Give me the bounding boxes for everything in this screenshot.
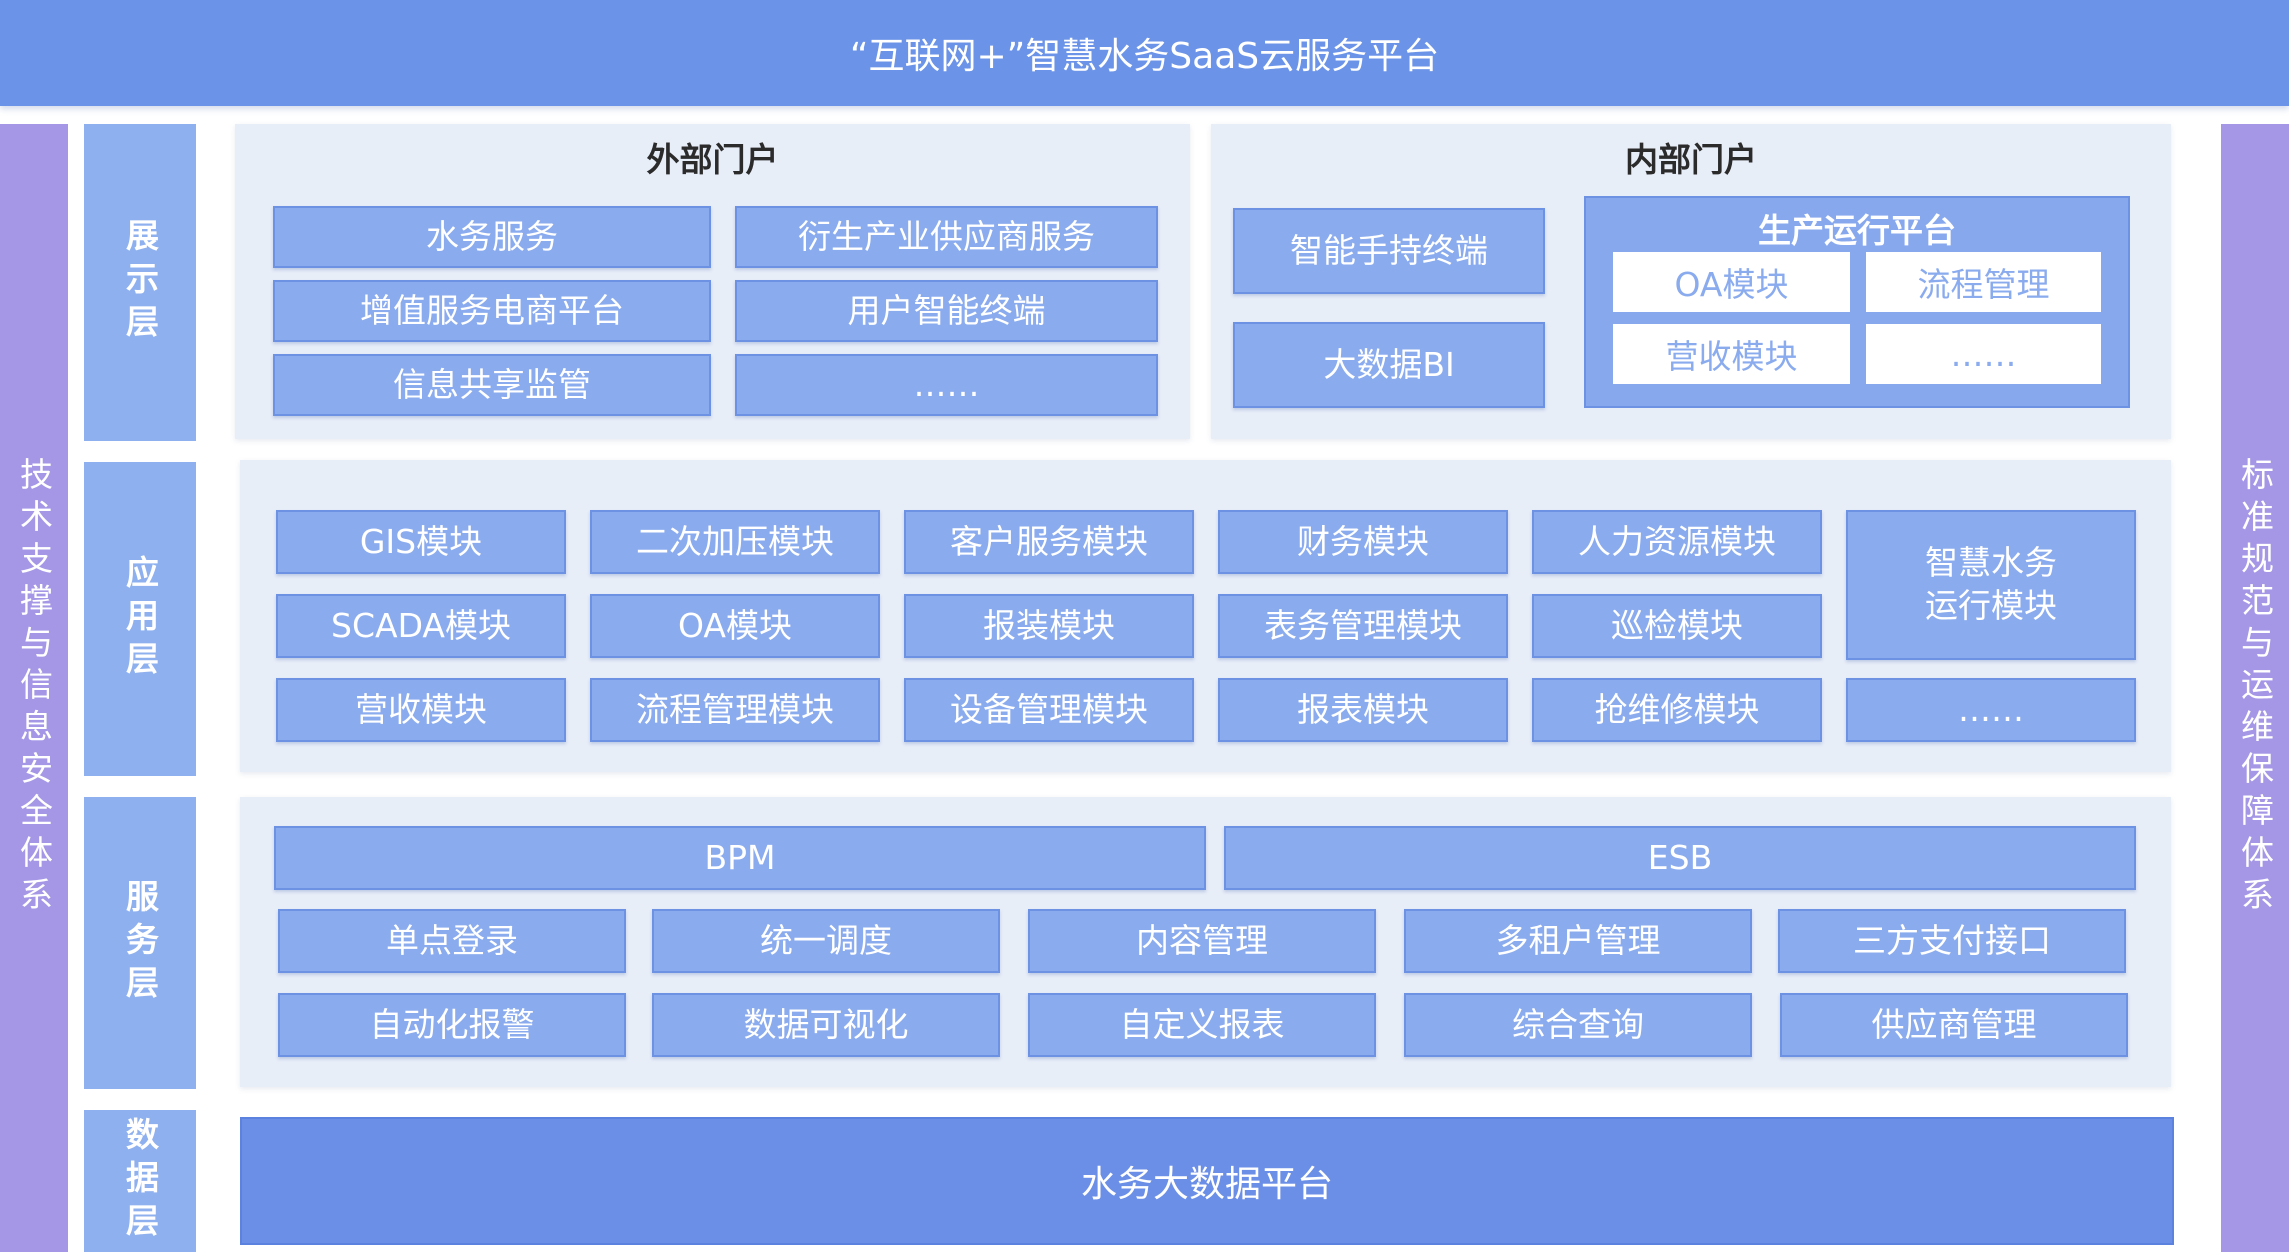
ext-portal-item: …… — [735, 354, 1158, 416]
service-item: 自动化报警 — [278, 993, 626, 1057]
service-item: 统一调度 — [652, 909, 1000, 973]
layer-application-text: 应用层 — [120, 554, 160, 684]
left-side-bar: 技术支撑与信息安全体系 — [0, 124, 68, 1252]
application-panel: GIS模块 二次加压模块 客户服务模块 财务模块 人力资源模块 SCADA模块 … — [240, 460, 2171, 772]
service-item: 三方支付接口 — [1778, 909, 2126, 973]
bpm-bar: BPM — [274, 826, 1206, 890]
production-item: 营收模块 — [1613, 324, 1850, 384]
int-portal-item: 智能手持终端 — [1233, 208, 1545, 294]
app-module: 营收模块 — [276, 678, 566, 742]
layer-display-text: 展示层 — [120, 218, 160, 347]
service-item: 数据可视化 — [652, 993, 1000, 1057]
ext-portal-item: 信息共享监管 — [273, 354, 711, 416]
production-item: …… — [1866, 324, 2101, 384]
esb-bar: ESB — [1224, 826, 2136, 890]
production-item: 流程管理 — [1866, 252, 2101, 312]
app-module: 财务模块 — [1218, 510, 1508, 574]
service-item: 综合查询 — [1404, 993, 1752, 1057]
ext-portal-item: 水务服务 — [273, 206, 711, 268]
layer-service-text: 服务层 — [120, 878, 160, 1008]
app-module: 设备管理模块 — [904, 678, 1194, 742]
left-side-label: 技术支撑与信息安全体系 — [14, 457, 54, 919]
ext-portal-item: 用户智能终端 — [735, 280, 1158, 342]
app-module: 人力资源模块 — [1532, 510, 1822, 574]
data-platform-bar: 水务大数据平台 — [240, 1117, 2174, 1245]
app-module: 巡检模块 — [1532, 594, 1822, 658]
ext-portal-item: 增值服务电商平台 — [273, 280, 711, 342]
layer-data-text: 数据层 — [120, 1116, 160, 1246]
app-module: 表务管理模块 — [1218, 594, 1508, 658]
service-item: 自定义报表 — [1028, 993, 1376, 1057]
layer-label-application: 应用层 — [84, 462, 196, 776]
platform-title: “互联网+”智慧水务SaaS云服务平台 — [0, 0, 2289, 106]
ext-portal-item: 衍生产业供应商服务 — [735, 206, 1158, 268]
production-platform-title: 生产运行平台 — [1758, 211, 1956, 250]
app-module: 报表模块 — [1218, 678, 1508, 742]
int-portal-item: 大数据BI — [1233, 322, 1545, 408]
external-portal-title: 外部门户 — [646, 140, 779, 179]
layer-label-service: 服务层 — [84, 797, 196, 1089]
app-module: 抢维修模块 — [1532, 678, 1822, 742]
internal-portal-panel: 内部门户 智能手持终端 大数据BI 生产运行平台 OA模块 流程管理 营收模块 … — [1211, 124, 2171, 439]
service-item: 内容管理 — [1028, 909, 1376, 973]
production-item: OA模块 — [1613, 252, 1850, 312]
app-module: OA模块 — [590, 594, 880, 658]
app-module-more: …… — [1846, 678, 2136, 742]
service-item: 单点登录 — [278, 909, 626, 973]
smart-water-operation-module: 智慧水务 运行模块 — [1846, 510, 2136, 660]
external-portal-panel: 外部门户 水务服务 衍生产业供应商服务 增值服务电商平台 用户智能终端 信息共享… — [235, 124, 1190, 439]
production-platform-panel: 生产运行平台 OA模块 流程管理 营收模块 …… — [1584, 196, 2130, 408]
app-module: 客户服务模块 — [904, 510, 1194, 574]
right-side-bar: 标准规范与运维保障体系 — [2221, 124, 2289, 1252]
service-item: 多租户管理 — [1404, 909, 1752, 973]
app-module: 流程管理模块 — [590, 678, 880, 742]
service-item: 供应商管理 — [1780, 993, 2128, 1057]
layer-label-data: 数据层 — [84, 1110, 196, 1252]
internal-portal-title: 内部门户 — [1625, 140, 1757, 179]
service-panel: BPM ESB 单点登录 统一调度 内容管理 多租户管理 三方支付接口 自动化报… — [240, 797, 2171, 1087]
app-module: 二次加压模块 — [590, 510, 880, 574]
layer-label-display: 展示层 — [84, 124, 196, 441]
app-module: GIS模块 — [276, 510, 566, 574]
right-side-label: 标准规范与运维保障体系 — [2235, 457, 2275, 919]
app-module: 报装模块 — [904, 594, 1194, 658]
app-module: SCADA模块 — [276, 594, 566, 658]
